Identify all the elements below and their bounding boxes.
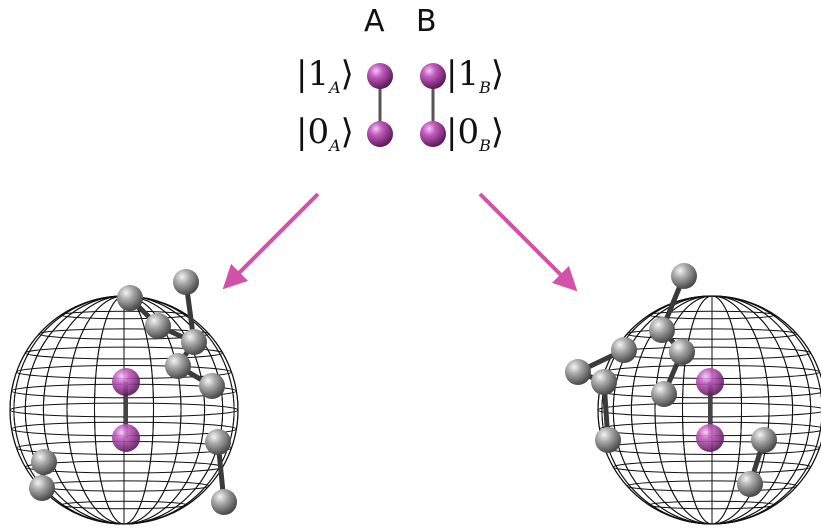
gray-atom (199, 373, 225, 399)
center-qubit-top (696, 368, 724, 396)
sphere-outline (597, 295, 821, 525)
gray-atom (181, 329, 207, 355)
qubit-a-one (367, 63, 393, 89)
gray-atom (173, 269, 199, 295)
ket-1-b: |1B⟩ (446, 54, 505, 97)
ket-0-a-sub: A (329, 135, 341, 155)
gray-atom (595, 427, 621, 453)
ket-1-b-sub: B (479, 77, 491, 97)
gray-atom (591, 369, 617, 395)
arrow-left (222, 192, 320, 290)
center-qubit-bottom (112, 424, 140, 452)
center-qubit-bottom (696, 424, 724, 452)
ket-1-b-digit: 1 (457, 54, 480, 94)
qubit-b-zero (420, 121, 446, 147)
ket-1-a-sub: A (329, 77, 341, 97)
wireframe-sphere-left (9, 269, 239, 525)
top-qubit-pair (367, 63, 446, 147)
gray-atom (117, 285, 143, 311)
gray-atom (145, 313, 171, 339)
gray-atom (671, 263, 697, 289)
gray-atom (29, 475, 55, 501)
wireframe-sphere-right (565, 263, 821, 525)
column-a-label: A (364, 4, 385, 39)
gray-atom (669, 339, 695, 365)
center-qubit-top (112, 368, 140, 396)
qubit-a-zero (367, 121, 393, 147)
gray-atom (165, 353, 191, 379)
arrow-right (478, 192, 578, 292)
ket-0-a-digit: 0 (307, 112, 330, 152)
gray-atom (651, 381, 677, 407)
gray-atom (31, 449, 57, 475)
ket-1-a-digit: 1 (307, 54, 330, 94)
gray-atom (205, 429, 231, 455)
ket-1-a: |1A⟩ (296, 54, 354, 97)
gray-atom (211, 489, 237, 515)
qubit-b-one (420, 63, 446, 89)
ket-0-b-digit: 0 (457, 112, 480, 152)
gray-atom (565, 359, 591, 385)
column-b-label: B (416, 4, 437, 39)
gray-atom (737, 471, 763, 497)
ket-0-b-sub: B (479, 135, 491, 155)
ket-0-a: |0A⟩ (296, 112, 354, 155)
gray-atom (751, 427, 777, 453)
gray-atom (611, 337, 637, 363)
ket-0-b: |0B⟩ (446, 112, 505, 155)
gray-atom (649, 317, 675, 343)
